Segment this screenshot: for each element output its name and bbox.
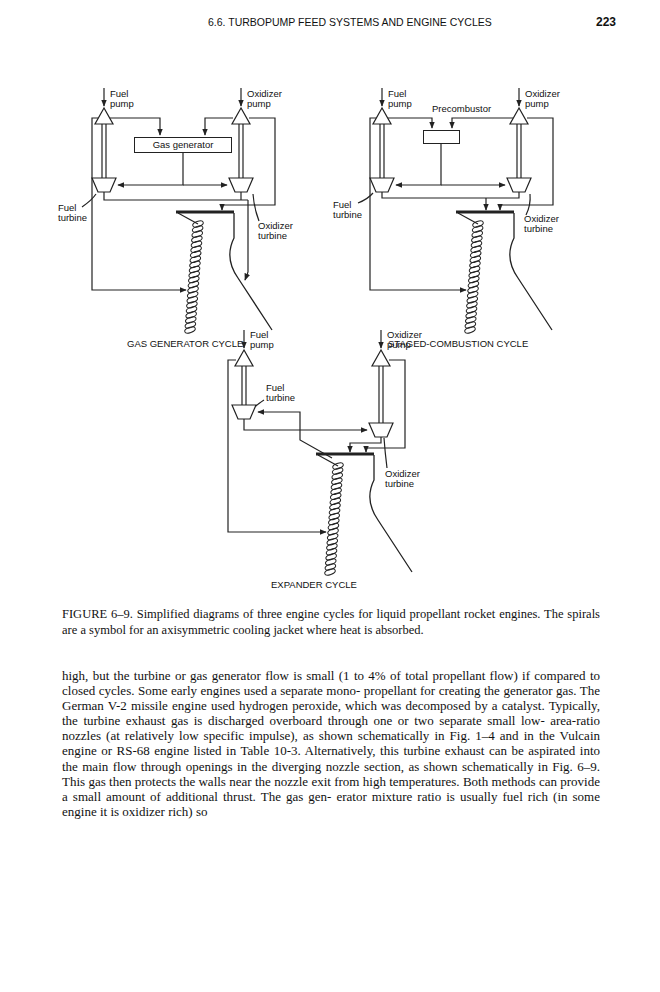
component-label: Oxidizer turbine xyxy=(258,221,293,241)
coil-turn xyxy=(324,568,336,577)
cycle-title: GAS GENERATOR CYCLE xyxy=(127,338,243,349)
component-label: Oxidizer pump xyxy=(525,89,560,109)
component-label: Oxidizer pump xyxy=(387,330,422,350)
figure-caption: FIGURE 6–9. Simplified diagrams of three… xyxy=(62,606,600,638)
component-label: Fuel pump xyxy=(250,330,274,350)
running-head: 6.6. TURBOPUMP FEED SYSTEMS AND ENGINE C… xyxy=(208,16,492,28)
component-heading: Precombustor xyxy=(432,104,491,114)
component-label: Fuel pump xyxy=(388,89,412,109)
component-name: Gas generator xyxy=(153,140,214,150)
component-label: Oxidizer turbine xyxy=(385,469,420,489)
precombustor-box: Precombustor xyxy=(423,130,460,144)
cooling-jacket-spiral xyxy=(464,220,484,335)
coil-turn xyxy=(184,326,196,335)
gas-generator-cycle xyxy=(82,88,275,334)
component-label: Fuel turbine xyxy=(58,203,87,223)
component-label: Fuel pump xyxy=(110,89,134,109)
page-number: 223 xyxy=(596,15,616,29)
body-text: high, but the turbine or gas generator f… xyxy=(62,668,600,819)
component-label: Oxidizer pump xyxy=(247,89,282,109)
staged-combustion-cycle xyxy=(358,88,553,334)
coil-turn xyxy=(464,326,476,335)
component-label: Fuel turbine xyxy=(333,200,362,220)
cooling-jacket-spiral xyxy=(184,220,204,335)
cooling-jacket-spiral xyxy=(324,462,344,577)
cycle-title: EXPANDER CYCLE xyxy=(271,579,357,590)
component-label: Fuel turbine xyxy=(266,383,295,403)
component-label: Oxidizer turbine xyxy=(524,214,559,234)
gas-generator-box: Gas generator xyxy=(134,137,232,153)
expander-cycle xyxy=(228,330,412,576)
